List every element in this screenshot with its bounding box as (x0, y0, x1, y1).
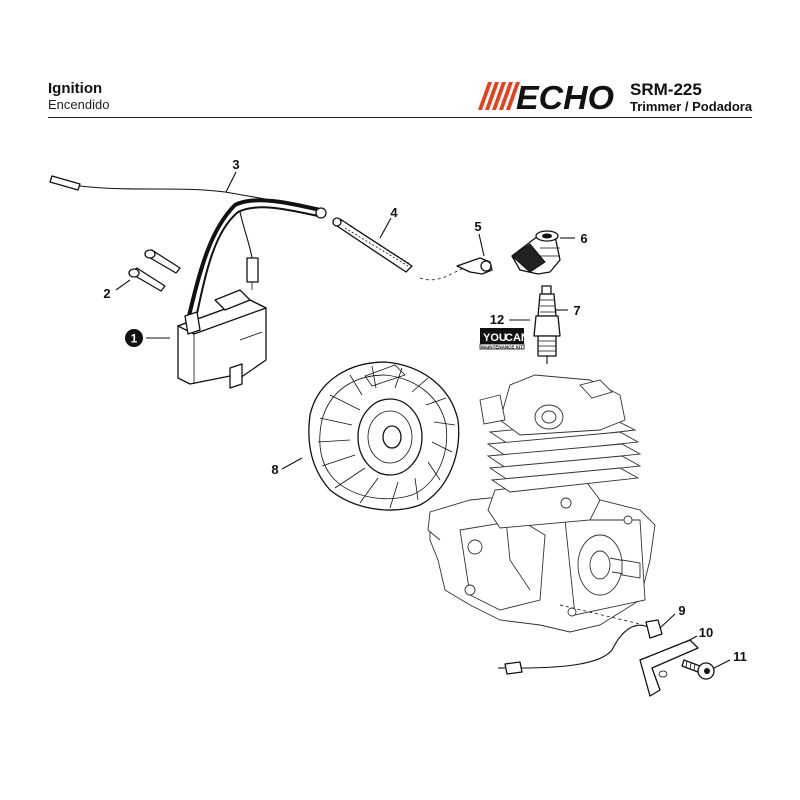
callouts: 1 2 3 4 5 6 7 8 9 10 11 12 (103, 157, 746, 664)
callout-4: 4 (390, 205, 398, 220)
page-subtitle: Encendido (48, 97, 110, 112)
header-divider (48, 117, 752, 118)
callout-2: 2 (103, 286, 110, 301)
callout-10: 10 (699, 625, 713, 640)
spark-plug-boot (511, 230, 561, 275)
high-tension-lead (49, 175, 327, 321)
header-right: SRM-225 Trimmer / Podadora (630, 80, 752, 115)
kit-badge-line2: CAN (505, 332, 529, 344)
page-title: Ignition (48, 80, 103, 97)
flywheel-fins (317, 365, 456, 509)
coil-bolts (128, 249, 181, 292)
echo-logo: ECHO (478, 80, 614, 112)
ignition-coil (177, 289, 267, 389)
callout-3: 3 (232, 157, 239, 172)
flywheel (308, 361, 460, 511)
callout-1: 1 (131, 332, 138, 346)
spark-plug (533, 285, 561, 364)
callout-11: 11 (733, 649, 747, 664)
logo-stripes-icon (478, 82, 520, 110)
spring-terminal (419, 257, 493, 281)
product-name: Trimmer / Podadora (630, 99, 753, 114)
kit-badge-line3: MAINTENANCE KIT (481, 345, 523, 350)
callout-8: 8 (271, 462, 278, 477)
header-left: Ignition Encendido (48, 80, 109, 113)
spark-plug-sleeve (332, 217, 413, 273)
kit-badge-line1: YOU (483, 332, 507, 344)
bracket-screw (681, 659, 715, 680)
maintenance-kit-badge: YOU CAN MAINTENANCE KIT (479, 328, 529, 350)
model-number: SRM-225 (630, 80, 702, 99)
logo-brand-text: ECHO (516, 80, 614, 112)
engine-block (427, 374, 656, 633)
callout-7: 7 (573, 303, 580, 318)
callout-12: 12 (490, 312, 504, 327)
ground-wire (498, 604, 663, 675)
leader-lines (115, 171, 731, 669)
callout-9: 9 (678, 603, 685, 618)
callout-1-badge (125, 329, 143, 347)
callout-5: 5 (474, 219, 481, 234)
callout-6: 6 (580, 231, 587, 246)
